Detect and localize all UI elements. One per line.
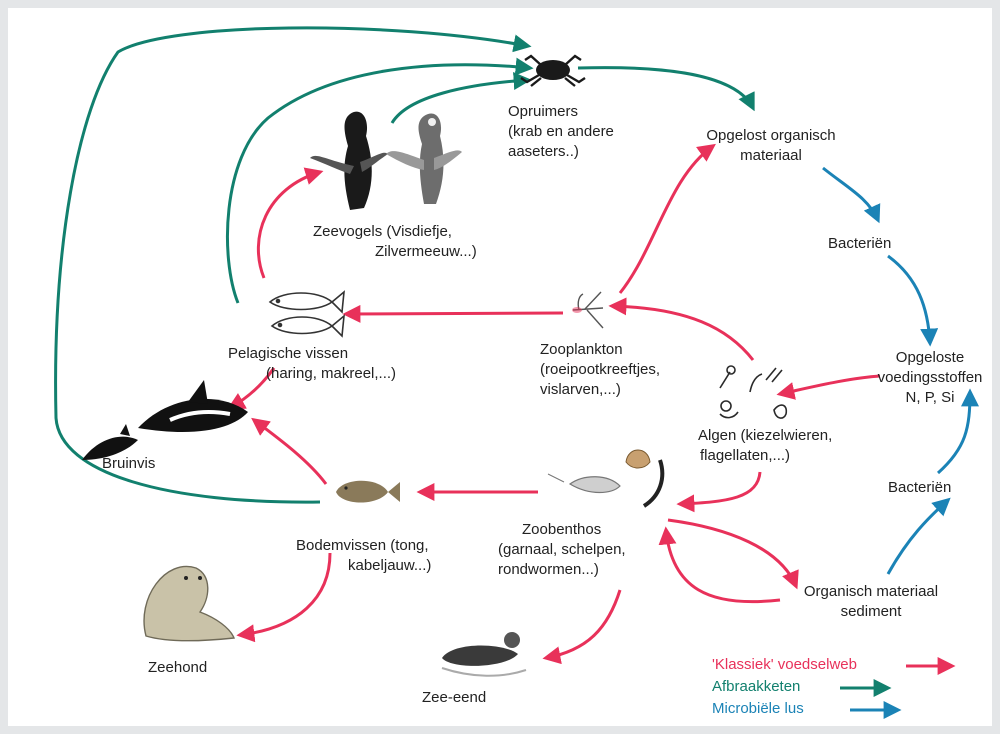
label-bruinvis: Bruinvis [102, 454, 155, 474]
algae-icon [720, 366, 786, 418]
seabird-gull-icon [386, 113, 462, 204]
arrow-zoobenthos-sediment [668, 520, 796, 586]
zooplankton-icon [572, 292, 603, 328]
arrow-zoobenthos-zee-eend [546, 590, 620, 658]
label-bodemvissen: Bodemvissen (tong, kabeljauw...) [296, 536, 431, 576]
porpoise-icon [82, 380, 248, 460]
voeding-line-2: voedingsstoffen [870, 368, 990, 388]
arrow-voeding-algen [780, 376, 880, 394]
legend-item-decay: Afbraakketen [712, 678, 800, 696]
voeding-line-1: Opgeloste [870, 348, 990, 368]
pelagic-fish-icon [270, 292, 344, 336]
zoobenthos-line-3: rondwormen...) [498, 560, 626, 580]
arrow-bacterien-voeding [888, 256, 930, 343]
bodemvissen-line-2: kabeljauw...) [296, 556, 431, 576]
arrow-sediment-zoobenthos [666, 530, 780, 602]
zeevogels-line-1: Zeevogels (Visdiefje, [313, 222, 477, 242]
flatfish-icon [336, 481, 400, 503]
zeehond-text: Zeehond [148, 658, 207, 678]
bodemvissen-line-1: Bodemvissen (tong, [296, 536, 431, 556]
sediment-line-1: Organisch materiaal [796, 582, 946, 602]
opgelost-line-1: Opgelost organisch [692, 126, 850, 146]
legend-item-classic: 'Klassiek' voedselweb [712, 656, 857, 674]
opruimers-line-3: aaseters..) [508, 142, 614, 162]
bacterien-top-text: Bacteriën [828, 234, 891, 254]
label-zee-eend: Zee-eend [422, 688, 486, 708]
label-organisch-sediment: Organisch materiaal sediment [796, 582, 946, 622]
arrow-opgelost-bacterien [823, 168, 878, 220]
arrow-pelagische-zeevogels [258, 172, 320, 278]
legend-label-classic: 'Klassiek' voedselweb [712, 656, 857, 673]
opruimers-line-1: Opruimers [508, 102, 614, 122]
seabird-dark-icon [310, 112, 388, 210]
arrow-pelagische-opruimers [227, 65, 530, 303]
seal-icon [144, 566, 234, 640]
arrow-zooplankton-opgelost [620, 146, 713, 293]
label-algen: Algen (kiezelwieren, flagellaten,...) [698, 426, 832, 466]
bruinvis-text: Bruinvis [102, 454, 155, 474]
zooplankton-line-1: Zooplankton [540, 340, 660, 360]
label-bacterien-bottom: Bacteriën [888, 478, 951, 498]
opruimers-line-2: (krab en andere [508, 122, 614, 142]
legend-label-decay: Afbraakketen [712, 678, 800, 695]
shrimp-shell-worm-icon [548, 450, 662, 506]
label-zeevogels: Zeevogels (Visdiefje, Zilvermeeuw...) [313, 222, 477, 262]
pelagische-line-1: Pelagische vissen [228, 344, 396, 364]
zoobenthos-line-2: (garnaal, schelpen, [498, 540, 626, 560]
pelagische-line-2: (haring, makreel,...) [228, 364, 396, 384]
zee-eend-text: Zee-eend [422, 688, 486, 708]
crab-icon [521, 56, 585, 86]
label-pelagische-vissen: Pelagische vissen (haring, makreel,...) [228, 344, 396, 384]
label-bacterien-top: Bacteriën [828, 234, 891, 254]
zoobenthos-line-1: Zoobenthos [498, 520, 626, 540]
label-opruimers: Opruimers (krab en andere aaseters..) [508, 102, 614, 162]
legend-item-microbial: Microbiële lus [712, 700, 804, 718]
voeding-line-3: N, P, Si [870, 388, 990, 408]
zooplankton-line-2: (roeipootkreeftjes, [540, 360, 660, 380]
algen-line-1: Algen (kiezelwieren, [698, 426, 832, 446]
arrow-bodemvissen-bruinvis [254, 420, 326, 484]
label-opgelost-organisch: Opgelost organisch materiaal [692, 126, 850, 166]
arrow-zooplankton-pelagische [346, 313, 563, 314]
sediment-line-2: sediment [796, 602, 946, 622]
zeevogels-line-2: Zilvermeeuw...) [313, 242, 477, 262]
algen-line-2: flagellaten,...) [698, 446, 832, 466]
label-zoobenthos: Zoobenthos (garnaal, schelpen, rondworme… [498, 520, 626, 580]
label-zeehond: Zeehond [148, 658, 207, 678]
food-web-diagram: Opruimers (krab en andere aaseters..) Op… [8, 8, 992, 726]
arrow-algen-zoobenthos [680, 472, 760, 504]
opgelost-line-2: materiaal [692, 146, 850, 166]
legend-label-microbial: Microbiële lus [712, 700, 804, 717]
duck-icon [442, 632, 526, 676]
label-opgeloste-voedingsstoffen: Opgeloste voedingsstoffen N, P, Si [870, 348, 990, 408]
zooplankton-line-3: vislarven,...) [540, 380, 660, 400]
bacterien-bottom-text: Bacteriën [888, 478, 951, 498]
arrow-sediment-bacterien [888, 500, 948, 574]
label-zooplankton: Zooplankton (roeipootkreeftjes, vislarve… [540, 340, 660, 400]
